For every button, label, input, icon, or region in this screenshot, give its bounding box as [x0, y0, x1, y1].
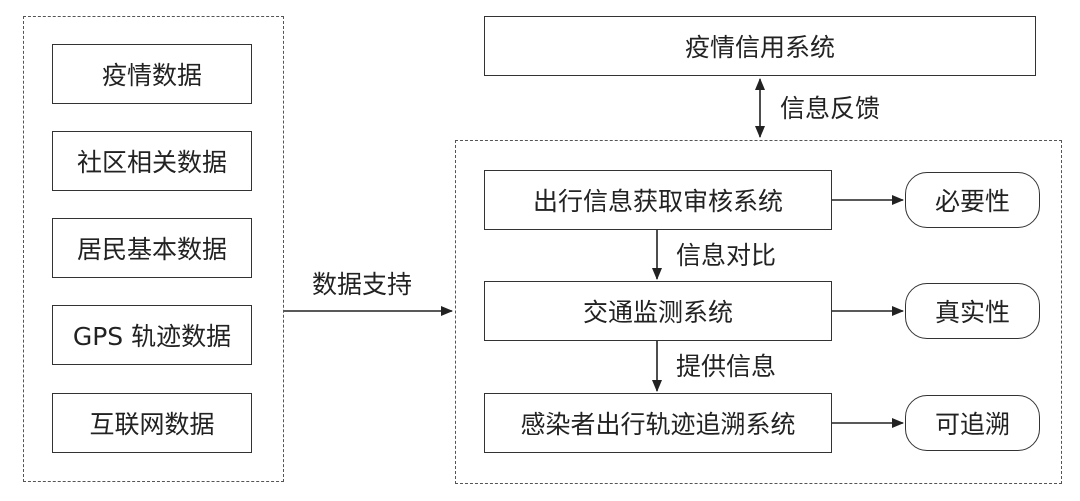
data-source-residents: 居民基本数据 — [52, 218, 252, 278]
system-travel-info-review: 出行信息获取审核系统 — [484, 170, 832, 230]
property-necessity: 必要性 — [905, 172, 1040, 228]
property-authenticity: 真实性 — [905, 283, 1040, 339]
systems-group — [455, 140, 1062, 484]
data-support-label: 数据支持 — [312, 270, 413, 299]
flow-label-provide: 提供信息 — [676, 352, 777, 381]
epidemic-credit-system: 疫情信用系统 — [484, 16, 1036, 76]
flow-label-compare: 信息对比 — [676, 241, 777, 270]
data-source-internet: 互联网数据 — [52, 393, 252, 453]
data-source-epidemic: 疫情数据 — [52, 44, 252, 104]
data-sources-group — [23, 16, 284, 482]
system-infected-trajectory: 感染者出行轨迹追溯系统 — [484, 393, 832, 453]
data-source-gps: GPS 轨迹数据 — [52, 305, 252, 365]
feedback-label: 信息反馈 — [780, 94, 881, 123]
property-traceability: 可追溯 — [905, 395, 1040, 451]
system-traffic-monitoring: 交通监测系统 — [484, 281, 832, 341]
data-source-community: 社区相关数据 — [52, 131, 252, 191]
